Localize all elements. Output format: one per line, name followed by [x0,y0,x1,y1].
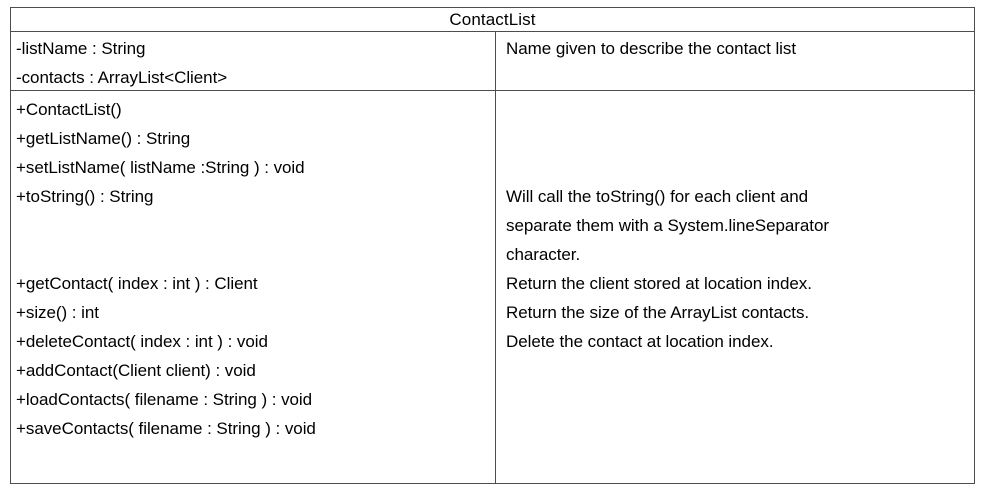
attributes-right-column: Name given to describe the contact list [496,32,974,90]
method-line: +loadContacts( filename : String ) : voi… [16,390,313,409]
method-line: +ContactList() [16,100,122,119]
method-line: +setListName( listName :String ) : void [16,158,305,177]
method-description-spacer [506,385,974,414]
attribute-description-line [506,63,974,92]
attributes-row: -listName : String -contacts : ArrayList… [11,32,974,91]
attribute-line: -listName : String [16,39,146,58]
method-line-spacer [16,211,495,240]
attribute-line: -contacts : ArrayList<Client> [16,68,228,87]
methods-row: +ContactList() +getListName() : String +… [11,91,974,483]
method-description-line: separate them with a System.lineSeparato… [506,216,830,235]
method-line: +saveContacts( filename : String ) : voi… [16,419,316,438]
method-description-line: Will call the toString() for each client… [506,187,809,206]
method-line: +getListName() : String [16,129,191,148]
method-description-spacer [506,95,974,124]
methods-left-column: +ContactList() +getListName() : String +… [11,91,496,483]
class-header-row: ContactList [11,8,974,32]
method-description-spacer [506,124,974,153]
method-description-spacer [506,153,974,182]
method-description-spacer [506,356,974,385]
method-line: +toString() : String [16,187,154,206]
method-description-line: Delete the contact at location index. [506,332,774,351]
class-name-label: ContactList [449,9,536,29]
method-line: +size() : int [16,303,99,322]
method-line: +addContact(Client client) : void [16,361,256,380]
method-description-line: Return the size of the ArrayList contact… [506,303,810,322]
method-line: +deleteContact( index : int ) : void [16,332,268,351]
attribute-description-line: Name given to describe the contact list [506,39,797,58]
methods-right-column: Will call the toString() for each client… [496,91,974,483]
method-line: +getContact( index : int ) : Client [16,274,258,293]
method-description-line: Return the client stored at location ind… [506,274,812,293]
attributes-left-column: -listName : String -contacts : ArrayList… [11,32,496,90]
uml-class-box: ContactList -listName : String -contacts… [10,7,975,484]
method-description-line: character. [506,245,581,264]
method-description-spacer [506,414,974,443]
method-line-spacer [16,240,495,269]
